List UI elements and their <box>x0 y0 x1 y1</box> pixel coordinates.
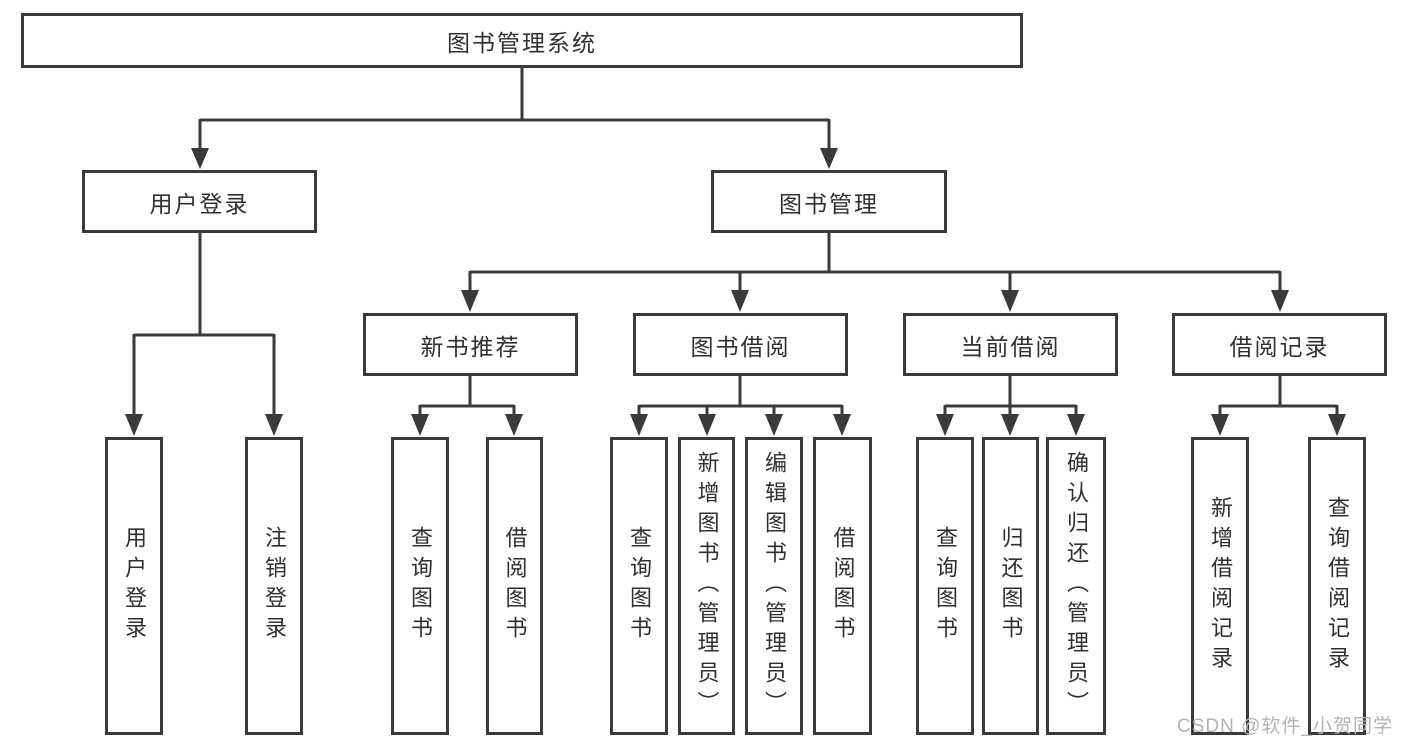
leaf-cb-return-books: 归还图书 <box>982 437 1039 735</box>
node-label: 新书推荐 <box>420 333 521 360</box>
leaf-label: 新增借阅记录 <box>1208 496 1233 676</box>
leaf-bb-edit-books-admin: 编辑图书（管理员） <box>745 437 803 735</box>
node-label: 借阅记录 <box>1229 333 1330 360</box>
arrow-down-icon <box>630 414 851 436</box>
leaf-logout: 注销登录 <box>245 437 303 735</box>
node-library-system: 图书管理系统 <box>21 13 1023 68</box>
arrow-down-icon <box>936 414 1085 436</box>
node-label: 图书管理 <box>779 190 879 217</box>
leaf-cb-confirm-return-admin: 确认归还（管理员） <box>1046 437 1106 735</box>
arrow-down-icon <box>125 414 283 436</box>
node-label: 用户登录 <box>149 190 250 217</box>
arrow-down-icon <box>1211 414 1346 436</box>
leaf-label: 新增图书（管理员） <box>694 451 720 721</box>
leaf-label: 用户登录 <box>122 526 147 646</box>
leaf-user-login: 用户登录 <box>105 437 163 735</box>
node-label: 图书借阅 <box>690 333 791 360</box>
leaf-label: 借阅图书 <box>830 526 856 646</box>
node-current-borrowing: 当前借阅 <box>903 313 1118 376</box>
watermark: CSDN @软件_小贺同学 <box>1177 716 1393 737</box>
leaf-nb-query-books: 查询图书 <box>391 437 449 735</box>
leaf-nb-borrow-books: 借阅图书 <box>486 437 543 735</box>
leaf-label: 借阅图书 <box>502 526 528 646</box>
leaf-br-add-record: 新增借阅记录 <box>1191 437 1249 735</box>
node-new-book-recommend: 新书推荐 <box>363 313 578 376</box>
node-user-login: 用户登录 <box>82 170 317 233</box>
node-book-management: 图书管理 <box>711 170 947 233</box>
leaf-label: 查询图书 <box>408 526 433 646</box>
arrow-down-icon <box>191 148 838 169</box>
edges-root <box>191 68 838 169</box>
edges-borrow-records <box>1211 376 1346 436</box>
leaf-label: 归还图书 <box>998 526 1024 646</box>
leaf-label: 查询图书 <box>933 526 958 646</box>
node-borrow-records: 借阅记录 <box>1172 313 1387 376</box>
leaf-br-query-record: 查询借阅记录 <box>1308 437 1366 735</box>
leaf-bb-query-books: 查询图书 <box>610 437 668 735</box>
leaf-label: 编辑图书（管理员） <box>762 451 787 721</box>
leaf-label: 确认归还（管理员） <box>1064 451 1089 721</box>
edges-book-management <box>461 233 1289 312</box>
leaf-bb-add-books-admin: 新增图书（管理员） <box>678 437 735 735</box>
edges-book-borrowing <box>630 376 851 436</box>
edges-user-login <box>125 233 283 436</box>
leaf-bb-borrow-books: 借阅图书 <box>813 437 872 735</box>
node-label: 图书管理系统 <box>447 29 597 56</box>
edges-current-borrowing <box>936 376 1085 436</box>
edges-new-book-recommend <box>411 376 523 436</box>
leaf-label: 查询借阅记录 <box>1325 496 1350 676</box>
leaf-label: 查询图书 <box>627 526 652 646</box>
node-book-borrowing: 图书借阅 <box>633 313 848 376</box>
leaf-cb-query-books: 查询图书 <box>916 437 974 735</box>
arrow-down-icon <box>461 290 1289 312</box>
leaf-label: 注销登录 <box>262 526 287 646</box>
arrow-down-icon <box>411 414 523 436</box>
node-label: 当前借阅 <box>960 333 1061 360</box>
